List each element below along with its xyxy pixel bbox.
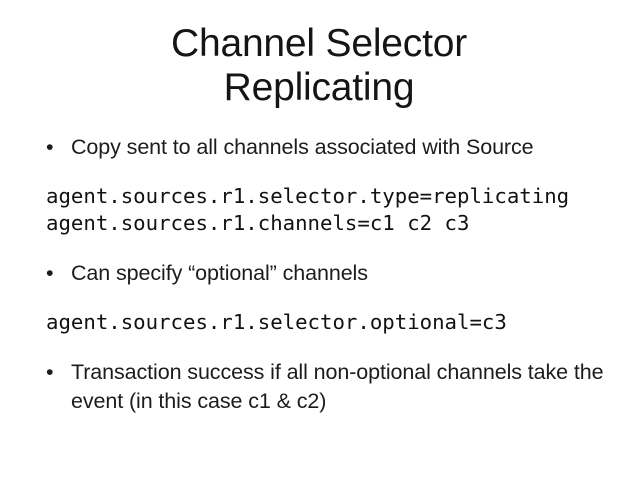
bullet-point-icon: • — [46, 261, 54, 285]
bullet-copy-sent: • Copy sent to all channels associated w… — [46, 133, 606, 162]
code-selector-type: agent.sources.r1.selector.type=replicati… — [46, 184, 570, 208]
spacer — [46, 288, 606, 309]
slide-body: • Copy sent to all channels associated w… — [46, 133, 606, 416]
bullet-point-icon: • — [46, 135, 54, 159]
bullet-copy-sent-label: Copy sent to all channels associated wit… — [71, 135, 534, 159]
bullet-optional-channels: • Can specify “optional” channels — [46, 259, 606, 288]
bullet-transaction-success-label: Transaction success if all non-optional … — [71, 360, 604, 413]
code-channels: agent.sources.r1.channels=c1 c2 c3 — [46, 211, 470, 235]
spacer — [46, 162, 606, 183]
spacer — [46, 237, 606, 259]
slide-title: Channel Selector Replicating — [171, 22, 467, 109]
bullet-point-icon: • — [46, 360, 54, 384]
bullet-transaction-success: • Transaction success if all non-optiona… — [46, 358, 606, 416]
spacer — [46, 336, 606, 358]
bullet-optional-channels-label: Can specify “optional” channels — [71, 261, 368, 285]
code-selector-optional: agent.sources.r1.selector.optional=c3 — [46, 310, 507, 334]
